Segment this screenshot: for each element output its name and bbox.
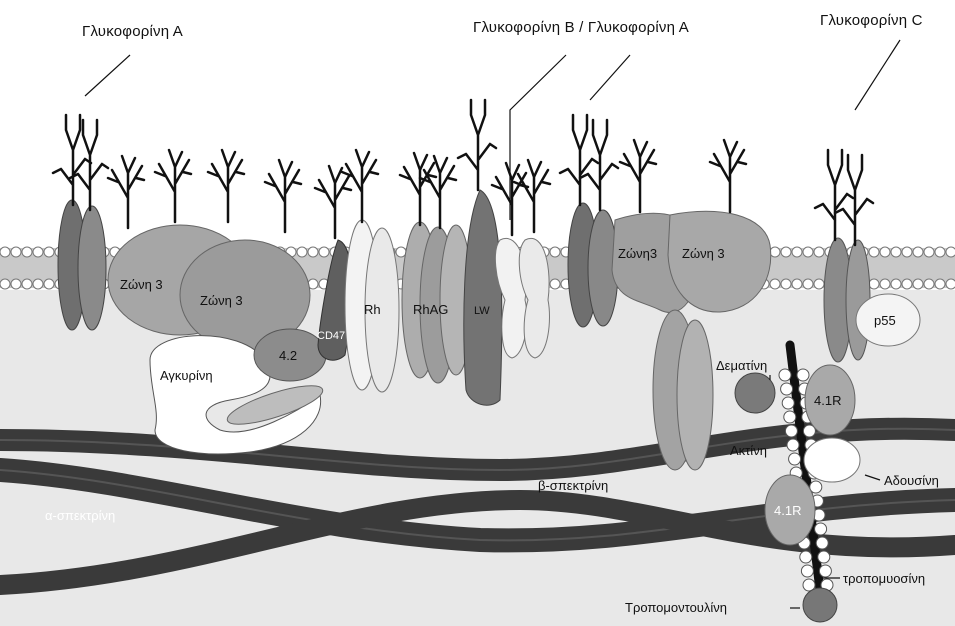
lipid-head [396,247,406,257]
band3-left-complex [108,150,310,350]
ankyrin-label: Αγκυρίνη [160,368,213,383]
alpha-spectrin-label: α-σπεκτρίνη [45,508,115,523]
lipid-head [44,247,54,257]
lipid-head [792,279,802,289]
lipid-head [946,247,955,257]
lipid-head [869,247,879,257]
tropomyosin-bead [797,369,809,381]
rhag-group [400,153,472,383]
cd47-label: CD47 [317,330,345,342]
tropomyosin-bead [819,565,831,577]
lipid-head [880,247,890,257]
adducin-label: Αδουσίνη [884,473,939,488]
beta-spectrin-label: β-σπεκτρίνη [538,478,608,493]
lipid-head [770,247,780,257]
lipid-head [781,247,791,257]
tropomyosin-bead [789,453,801,465]
dematin-label: Δεματίνη [716,358,767,373]
tropomyosin-bead [782,397,794,409]
rhag-label: RhAG [413,302,448,317]
lipid-head [33,247,43,257]
lipid-head [814,279,824,289]
tropomyosin-bead [785,425,797,437]
lipid-head [781,279,791,289]
lipid-head [880,279,890,289]
tropomyosin-label: τροπομυοσίνη [843,571,925,586]
tropomyosin-bead [800,551,812,563]
band3-right-back-label: Ζώνη3 [618,246,657,261]
lipid-head [924,279,934,289]
tropomyosin-bead [816,537,828,549]
lipid-head [803,279,813,289]
lw-label: LW [474,305,490,317]
lipid-head [33,279,43,289]
tropomodulin-shape [803,588,837,622]
lipid-head [891,247,901,257]
glycophorin-c-label: Γλυκοφορίνη C [820,12,923,29]
lipid-head [913,279,923,289]
tropomyosin-bead [787,439,799,451]
tropomodulin-label: Τροπομοντουλίνη [625,600,727,615]
lipid-head [902,247,912,257]
actin-label: Ακτίνη [730,443,767,458]
lipid-head [891,279,901,289]
band3-left-back-label: Ζώνη 3 [120,277,163,292]
rh-label: Rh [364,302,381,317]
lipid-head [814,247,824,257]
lipid-head [913,247,923,257]
lipid-head [869,279,879,289]
lipid-head [319,247,329,257]
protein-4-1r-top-label: 4.1R [814,393,841,408]
dematin-shape [735,373,775,413]
tropomyosin-bead [784,411,796,423]
lipid-head [924,247,934,257]
lipid-head [792,247,802,257]
p55-label: p55 [874,313,896,328]
band3-left-front-label: Ζώνη 3 [200,293,243,308]
lipid-head [0,247,10,257]
lipid-head [22,247,32,257]
tropomyosin-bead [779,369,791,381]
lipid-head [946,279,955,289]
lipid-head [935,279,945,289]
rh-group [342,150,399,392]
lipid-head [0,279,10,289]
glycophorin-a-label: Γλυκοφορίνη Α [82,23,183,40]
adducin-shape [804,438,860,482]
lipid-head [22,279,32,289]
tropomyosin-bead [801,565,813,577]
lipid-head [308,247,318,257]
lipid-head [44,279,54,289]
lipid-head [550,279,560,289]
tropomyosin-bead [781,383,793,395]
tropomyosin-bead [818,551,830,563]
protein-4-1r-bottom-label: 4.1R [774,503,801,518]
lipid-head [11,247,21,257]
lipid-head [902,279,912,289]
tropomyosin-bead [815,523,827,535]
lipid-head [550,247,560,257]
lipid-head [935,247,945,257]
lipid-head [297,247,307,257]
glycophorin-a-left [53,115,108,330]
lipid-head [770,279,780,289]
lipid-head [11,279,21,289]
band3-right-front-label: Ζώνη 3 [682,246,725,261]
lipid-head [803,247,813,257]
protein-4-2-label: 4.2 [279,348,297,363]
glycophorin-b-a-label: Γλυκοφορίνη Β / Γλυκοφορίνη Α [473,19,689,36]
